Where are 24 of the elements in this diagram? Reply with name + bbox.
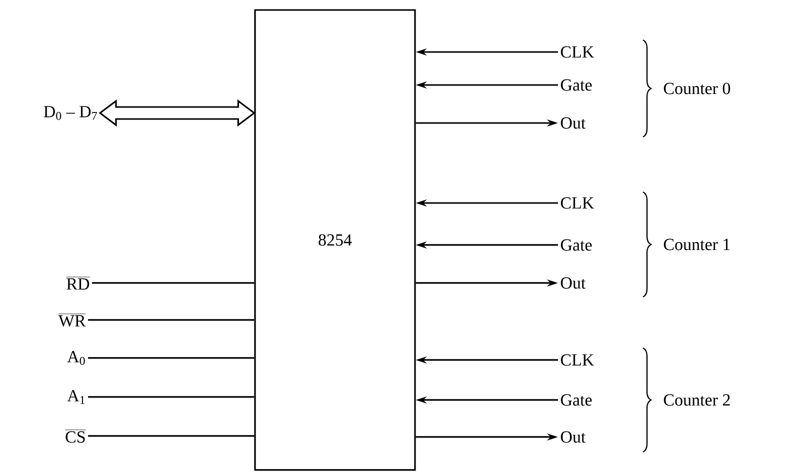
signal-line — [92, 282, 254, 284]
counter-label: Counter 1 — [664, 238, 730, 250]
counter-label: Counter 2 — [664, 394, 730, 406]
pin-label: D$_{0}$ – D$_{7}$ — [44, 106, 97, 120]
pin-label: Gate — [560, 239, 592, 251]
pin-label: Gate — [560, 79, 592, 91]
pin-label: Out — [560, 117, 586, 129]
pin-label: WR — [58, 314, 86, 327]
pin-label: CLK — [560, 354, 594, 366]
pin-label: Out — [560, 431, 586, 443]
pin-label: CS — [64, 430, 86, 443]
chip-box: 8254 — [254, 9, 416, 471]
signal-line — [88, 319, 254, 321]
pin-label: RD — [66, 276, 90, 290]
pin-label: A$_{0}$ — [67, 351, 85, 365]
pin-label: Gate — [560, 394, 592, 406]
pin-label: Out — [560, 277, 586, 289]
pin-label: CLK — [560, 46, 594, 58]
pin-label: CLK — [560, 197, 594, 209]
signal-line — [88, 396, 254, 398]
signal-line — [88, 357, 254, 359]
pin-label: A$_{1}$ — [67, 390, 85, 404]
signal-line — [88, 435, 254, 437]
counter-label: Counter 0 — [664, 82, 730, 94]
